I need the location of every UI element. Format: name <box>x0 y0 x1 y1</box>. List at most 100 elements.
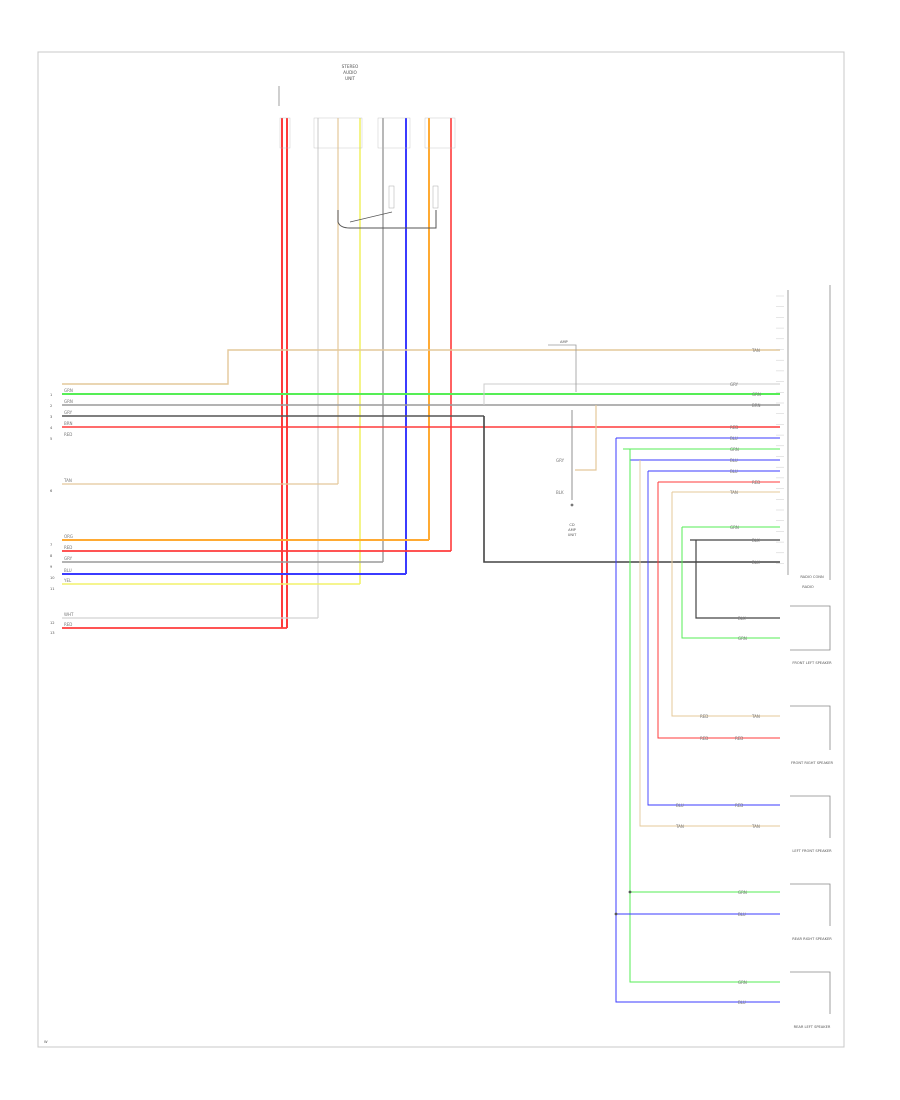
vertical-wires <box>281 118 452 628</box>
speaker-drop-wires <box>614 438 780 1003</box>
left-pin-num-11: 12 <box>50 621 55 625</box>
left-pin-labels: 1 GRN 2 GRN 3 GRY 4 BRN 5 RED 6 TAN 7 OR… <box>50 388 74 635</box>
drop-blue-a <box>647 471 780 806</box>
center-wire-b-label: BLK <box>556 490 564 495</box>
amp-label: AMP <box>560 340 569 344</box>
right-pin-labels: TAN GRY GRN BRN RED BLU GRN BLU BLU RED … <box>729 348 761 565</box>
left-pin-wire-5: TAN <box>63 478 72 483</box>
shield-label-box <box>388 185 395 209</box>
speaker-box-2 <box>790 705 831 750</box>
speaker-wire-label-4b: RED <box>735 803 743 808</box>
top-pin-box-2 <box>313 117 363 149</box>
right-header-label: RADIO <box>802 585 814 589</box>
center-wire-a-label: GRY <box>556 458 565 463</box>
shield-branch <box>349 211 393 223</box>
speaker-wire-label-6: GRN <box>738 890 747 895</box>
left-pin-num-6: 7 <box>50 543 52 547</box>
component-label-2: FRONT RIGHT SPEAKER <box>791 761 834 765</box>
top-connector-pins <box>279 117 456 149</box>
left-pin-num-8: 9 <box>50 565 53 569</box>
speaker-components: FRONT LEFT SPEAKER FRONT RIGHT SPEAKER L… <box>790 575 834 1029</box>
speaker-wire-labels: BLK GRN RED TAN RED RED BLU RED TAN TAN … <box>675 616 760 1005</box>
right-pin-wire-5: BLU <box>730 436 738 441</box>
speaker-box-1 <box>790 605 831 651</box>
top-component-line2: AUDIO <box>343 70 357 75</box>
right-pin-wire-2: GRN <box>752 392 761 397</box>
left-pin-num-5: 6 <box>50 489 53 493</box>
right-connector-pins <box>776 295 784 564</box>
horizontal-wires <box>62 349 780 629</box>
center-component: GRY BLK CD AMP UNIT AMP <box>548 340 597 537</box>
left-pin-wire-6: ORG <box>64 534 73 539</box>
speaker-box-4 <box>790 883 831 926</box>
top-component-line1: STEREO <box>342 64 359 69</box>
speaker-wire-label-5b: TAN <box>751 824 760 829</box>
component-label-0: RADIO CONN <box>800 575 824 579</box>
left-pin-wire-10: YEL <box>63 578 72 583</box>
right-pin-wire-7: BLU <box>730 458 738 463</box>
footer-label: W <box>44 1040 48 1044</box>
right-connector: RADIO <box>787 285 831 589</box>
drop-tan-b <box>639 460 780 827</box>
speaker-wire-label-3a: RED <box>700 736 708 741</box>
speaker-wire-label-4a: BLU <box>676 803 684 808</box>
left-pin-wire-8: GRY <box>64 556 73 561</box>
speaker-box-5 <box>790 971 831 1014</box>
splice-blue <box>614 912 618 916</box>
right-pin-wire-9: RED <box>752 480 760 485</box>
top-component-label: STEREO AUDIO UNIT <box>342 64 359 81</box>
hwire-tan-top <box>62 349 780 385</box>
left-pin-num-2: 3 <box>50 415 52 419</box>
right-pin-wire-8: BLU <box>730 469 738 474</box>
center-label-line2: AMP <box>568 528 577 532</box>
left-pin-wire-3: BRN <box>64 421 73 426</box>
speaker-box-3 <box>790 795 831 838</box>
component-label-4: REAR RIGHT SPEAKER <box>792 937 832 941</box>
speaker-wire-label-7: BLU <box>738 912 746 917</box>
left-pin-num-7: 8 <box>50 554 53 558</box>
left-pin-wire-7: RED <box>64 545 72 550</box>
center-node <box>570 503 574 507</box>
left-pin-wire-0: GRN <box>64 388 73 393</box>
left-pin-num-3: 4 <box>50 426 53 430</box>
drop-red <box>657 482 780 739</box>
left-pin-num-12: 13 <box>50 631 55 635</box>
speaker-wire-label-5a: TAN <box>675 824 684 829</box>
left-pin-num-9: 10 <box>50 576 55 580</box>
left-pin-wire-9: BLU <box>64 568 72 573</box>
right-pin-wire-1: GRY <box>730 382 739 387</box>
component-label-1: FRONT LEFT SPEAKER <box>792 661 832 665</box>
top-component-line3: UNIT <box>345 76 355 81</box>
right-pin-wire-4: RED <box>730 425 738 430</box>
left-pin-num-0: 1 <box>50 393 52 397</box>
shield-wire <box>337 210 437 229</box>
speaker-wire-label-3b: RED <box>735 736 743 741</box>
speaker-wire-label-2b: TAN <box>751 714 760 719</box>
diagram-frame <box>37 51 845 1048</box>
drop-blue-b <box>615 438 780 1003</box>
left-pin-num-4: 5 <box>50 437 52 441</box>
right-pin-wire-13: BLK <box>752 560 760 565</box>
right-feed-wires <box>616 437 780 541</box>
shield-label-box-2 <box>432 185 439 209</box>
speaker-wire-label-2a: RED <box>700 714 708 719</box>
right-pin-wire-11: GRN <box>730 525 739 530</box>
right-pin-wire-10: TAN <box>729 490 738 495</box>
hwire-gray-return <box>483 383 780 405</box>
splice-green <box>628 890 632 894</box>
left-pin-wire-2: GRY <box>64 410 73 415</box>
drop-green-b <box>629 449 780 983</box>
top-pin-box-3 <box>377 117 411 149</box>
hwire-black-return <box>483 416 780 563</box>
component-label-3: LEFT FRONT SPEAKER <box>792 849 832 853</box>
right-pin-wire-3: BRN <box>752 403 761 408</box>
drop-tan <box>671 492 780 717</box>
center-label-line1: CD <box>569 523 575 527</box>
speaker-wire-label-9: BLU <box>738 1000 746 1005</box>
speaker-wire-label-0: BLK <box>738 616 746 621</box>
right-pin-wire-12: BLK <box>752 538 760 543</box>
center-feed-wire <box>548 344 577 392</box>
drop-black <box>695 540 780 619</box>
left-pin-num-10: 11 <box>50 587 55 591</box>
